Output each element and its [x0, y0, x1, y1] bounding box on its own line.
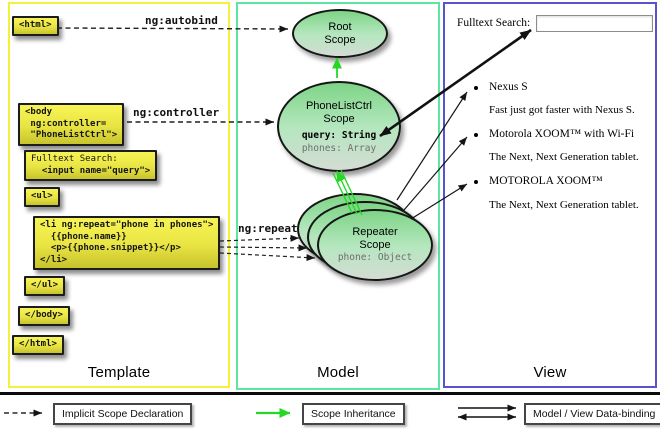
root-scope-title: Root Scope [324, 21, 356, 46]
code-ul-close: </ul> [24, 276, 66, 296]
code-html-open: <html> [12, 16, 59, 36]
code-ul-open: <ul> [24, 187, 60, 207]
bullet-icon [474, 180, 478, 184]
view-item-title: Motorola XOOM™ with Wi-Fi [489, 128, 635, 140]
bullet-icon [474, 133, 478, 137]
phonelistctrl-scope-title: PhoneListCtrl Scope [305, 100, 373, 125]
ng-repeat-label: ng:repeat [238, 222, 298, 235]
template-panel-label: Template [87, 364, 151, 381]
view-item-desc: The Next, Next Generation tablet. [489, 151, 639, 163]
code-html-close: </html> [12, 335, 64, 355]
code-body-open: <body ng:controller= "PhoneListCtrl"> [18, 103, 125, 146]
phonelistctrl-prop-phones: phones: Array [301, 143, 377, 154]
fulltext-search-label: Fulltext Search: [457, 17, 531, 29]
ng-autobind-label: ng:autobind [145, 14, 218, 27]
phonelistctrl-prop-query: query: String [301, 130, 377, 141]
view-panel: View [443, 2, 657, 388]
view-item-title: MOTOROLA XOOM™ [489, 175, 603, 187]
legend-implicit-scope-declaration: Implicit Scope Declaration [53, 403, 193, 425]
view-item-desc: Fast just got faster with Nexus S. [489, 104, 635, 116]
repeater-prop-phone: phone: Object [337, 252, 413, 263]
fulltext-search-input[interactable] [536, 15, 653, 32]
view-item-desc: The Next, Next Generation tablet. [489, 199, 639, 211]
code-fulltext-input: Fulltext Search: <input name="query"> [24, 150, 158, 181]
view-panel-label: View [533, 364, 567, 381]
ng-controller-label: ng:controller [133, 106, 220, 119]
model-panel-label: Model [317, 364, 359, 381]
root-scope-ellipse: Root Scope [292, 9, 388, 58]
code-li-repeat: <li ng:repeat="phone in phones"> {{phone… [33, 216, 221, 270]
legend-scope-inheritance: Scope Inheritance [302, 403, 405, 425]
phonelistctrl-scope-ellipse: PhoneListCtrl Scope query: String phones… [277, 81, 401, 172]
bullet-icon [474, 86, 478, 90]
view-item-title: Nexus S [489, 81, 528, 93]
legend-model-view-data-binding: Model / View Data-binding [524, 403, 660, 425]
code-body-close: </body> [18, 306, 70, 326]
repeater-scope-ellipse: Repeater Scope phone: Object [317, 209, 433, 281]
repeater-scope-title: Repeater Scope [352, 226, 398, 251]
legend-separator [0, 392, 660, 395]
